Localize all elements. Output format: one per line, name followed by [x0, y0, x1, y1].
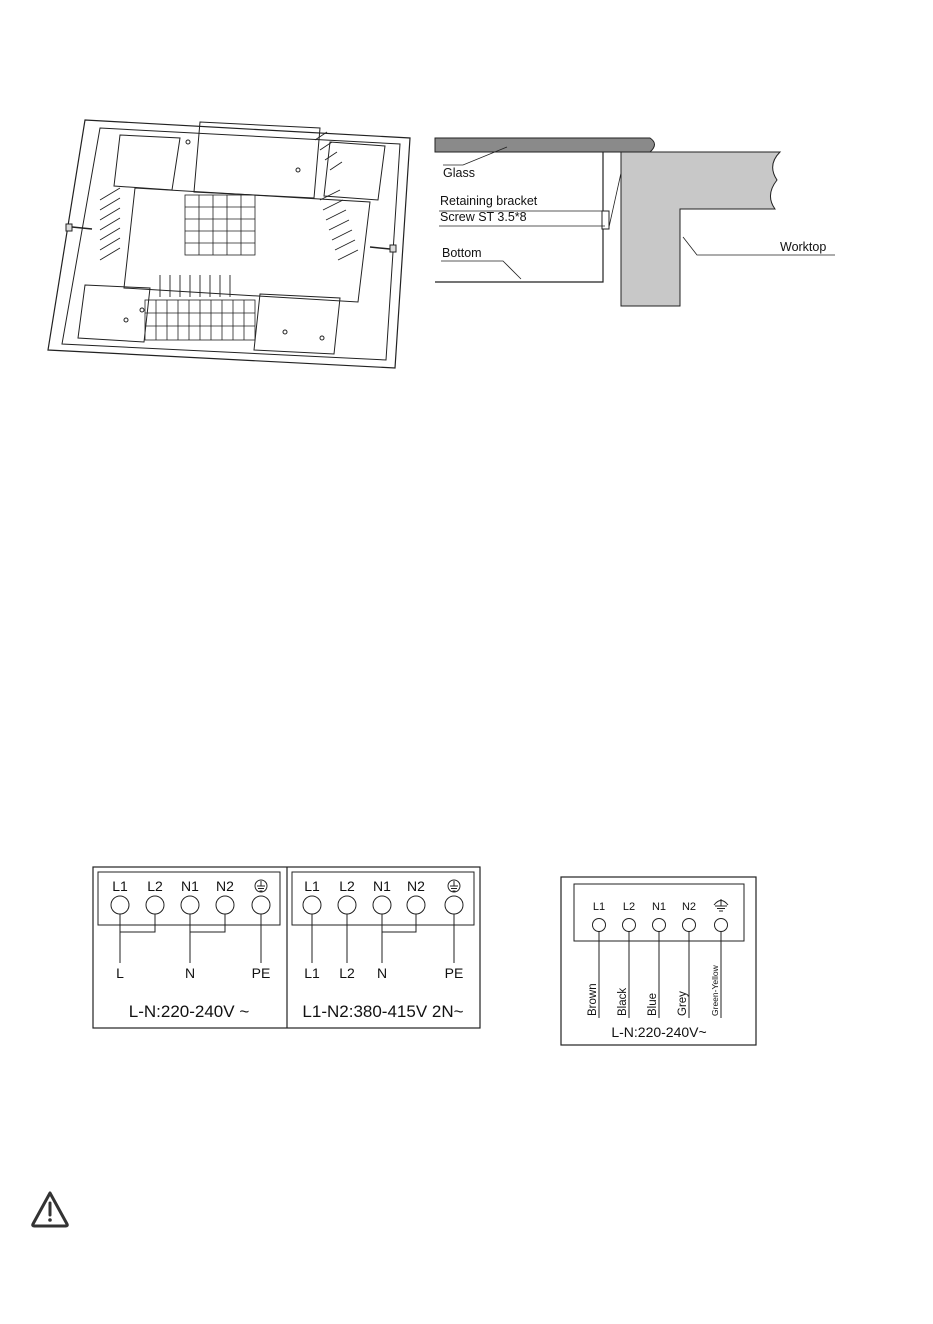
wire-label-brown: Brown [587, 983, 599, 1016]
terminal-label: N2 [216, 878, 234, 894]
wire-label-black: Black [617, 988, 629, 1016]
output-label: PE [445, 965, 464, 981]
wire-label-blue: Blue [647, 993, 659, 1016]
output-label: N [377, 965, 387, 981]
label-retaining-bracket: Retaining bracket [440, 194, 538, 208]
output-label: L [116, 965, 124, 981]
terminal-label: L1 [593, 901, 605, 913]
output-label: L2 [339, 965, 355, 981]
terminal-label: N1 [652, 901, 666, 913]
caption-right: L1-N2:380-415V 2N~ [302, 1002, 463, 1021]
wire-label-grey: Grey [677, 991, 689, 1016]
terminal-label: L1 [112, 878, 128, 894]
terminal-label: N2 [407, 878, 425, 894]
terminal-label: L2 [147, 878, 163, 894]
label-screw: Screw ST 3.5*8 [440, 210, 527, 224]
output-label: L1 [304, 965, 320, 981]
terminal-block-diagram-a: L1 L2 N1 N2 L N PE L-N:220-240V ~ L1 L2 … [92, 866, 482, 1030]
output-label: N [185, 965, 195, 981]
terminal-label: N1 [181, 878, 199, 894]
terminal-label: L1 [304, 878, 320, 894]
glass-panel [435, 138, 655, 152]
output-label: PE [252, 965, 271, 981]
label-worktop: Worktop [780, 240, 826, 254]
hob-underside-illustration [40, 110, 420, 378]
warning-triangle-icon [30, 1190, 70, 1228]
label-bottom: Bottom [442, 246, 482, 260]
terminal-block-diagram-b: L1 L2 N1 N2 Brown Black Blue Grey Green-… [560, 876, 758, 1048]
terminal-label: L2 [339, 878, 355, 894]
wire-label-green-yellow: Green-Yellow [710, 964, 720, 1016]
terminal-label: N1 [373, 878, 391, 894]
caption-left: L-N:220-240V ~ [129, 1002, 250, 1021]
terminal-label: N2 [682, 901, 696, 913]
terminal-label: L2 [623, 901, 635, 913]
label-glass: Glass [443, 166, 475, 180]
caption: L-N:220-240V~ [611, 1024, 706, 1040]
worktop-shape [621, 152, 780, 306]
installation-cross-section-diagram: Glass Retaining bracket Screw ST 3.5*8 B… [425, 125, 845, 325]
